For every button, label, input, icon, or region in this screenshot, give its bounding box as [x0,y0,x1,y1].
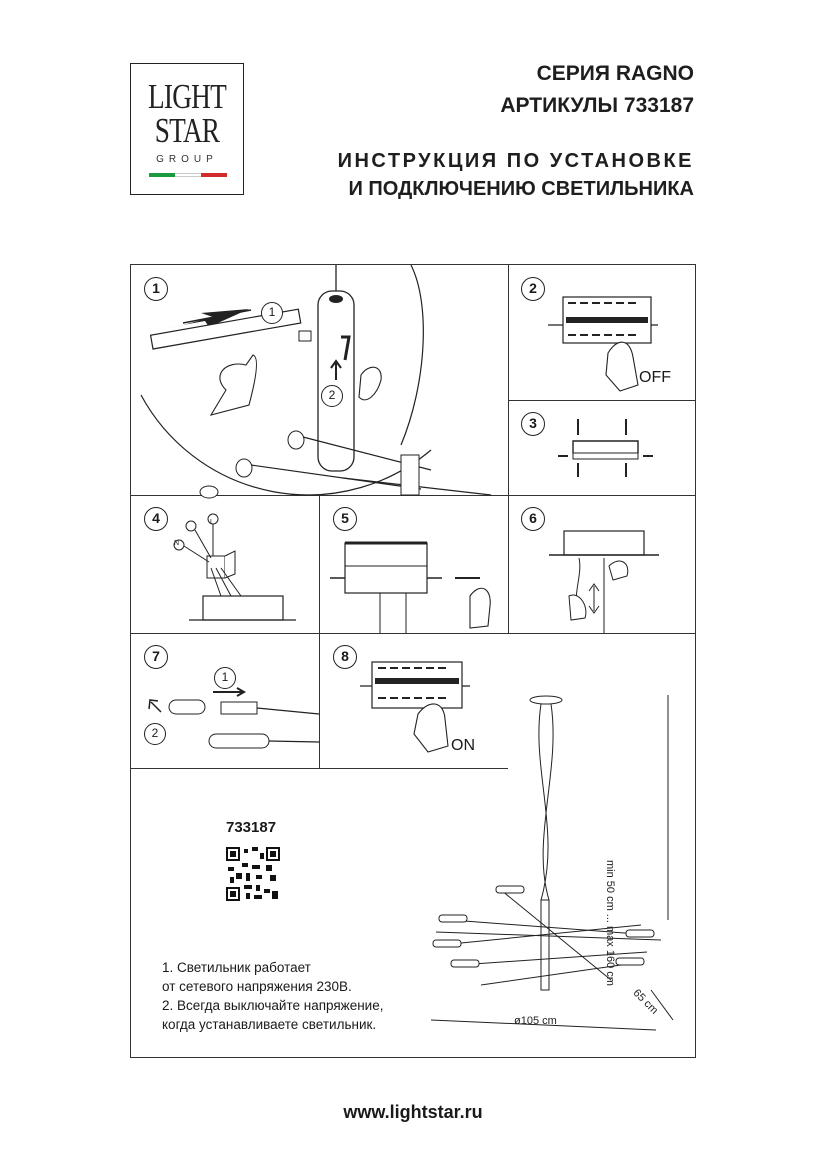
note-line: когда устанавливаете светильник. [162,1017,377,1032]
grid-line [131,633,696,634]
diameter-dimension: ø105 cm [514,1015,557,1027]
note-line: 1. Светильник работает [162,960,311,975]
product-dimension-drawing [430,695,674,1031]
instruction-title-line2: И ПОДКЛЮЧЕНИЮ СВЕТИЛЬНИКА [348,178,694,200]
step7-tube-illustration [148,687,320,749]
step6-mount-illustration [549,530,659,633]
logo-text-light: LIGHT [148,77,227,116]
grid-line [508,265,509,633]
step-1-number: 1 [144,277,168,301]
qr-code [226,847,280,901]
step8-breaker-on-illustration [360,661,470,753]
series-title: СЕРИЯ RAGNO [536,62,694,85]
step-3-number: 3 [521,412,545,436]
height-dimension: min 50 cm ... max 160 cm [604,860,616,986]
off-label: OFF [639,369,671,386]
step5-canopy-illustration [330,541,491,633]
grid-line [508,400,696,401]
step-8-number: 8 [333,645,357,669]
instruction-grid: 1 1 2 2 OFF 3 4 N L [130,264,696,1058]
safety-notes: 1. Светильник работает от сетевого напря… [162,958,383,1034]
step3-bracket-illustration [558,419,653,477]
logo-text-star: STAR [154,111,220,150]
brand-logo: LIGHT STAR GROUP [130,63,244,195]
neutral-label: N [174,540,180,547]
step-2-number: 2 [521,277,545,301]
instruction-title-line1: ИНСТРУКЦИЯ ПО УСТАНОВКЕ [337,150,694,172]
step-7-sub-1: 1 [214,667,236,689]
on-label: ON [451,737,475,754]
step1-illustration [140,264,492,499]
step-1-sub-2: 2 [321,385,343,407]
step-1-sub-1: 1 [261,302,283,324]
live-label: L [210,519,214,526]
step4-wiring-illustration [173,513,296,621]
note-line: от сетевого напряжения 230В. [162,979,352,994]
step-7-sub-2: 2 [144,723,166,745]
step-5-number: 5 [333,507,357,531]
logo-text-group: GROUP [156,154,218,165]
article-numbers: АРТИКУЛЫ 733187 [500,94,694,117]
product-code: 733187 [226,819,277,836]
step-7-number: 7 [144,645,168,669]
grid-line [319,495,320,769]
italian-flag-stripe [149,173,227,177]
note-line: 2. Всегда выключайте напряжение, [162,998,384,1013]
step-4-number: 4 [144,507,168,531]
step-6-number: 6 [521,507,545,531]
step2-breaker-off-illustration [548,296,658,392]
website-link[interactable]: www.lightstar.ru [343,1102,483,1122]
